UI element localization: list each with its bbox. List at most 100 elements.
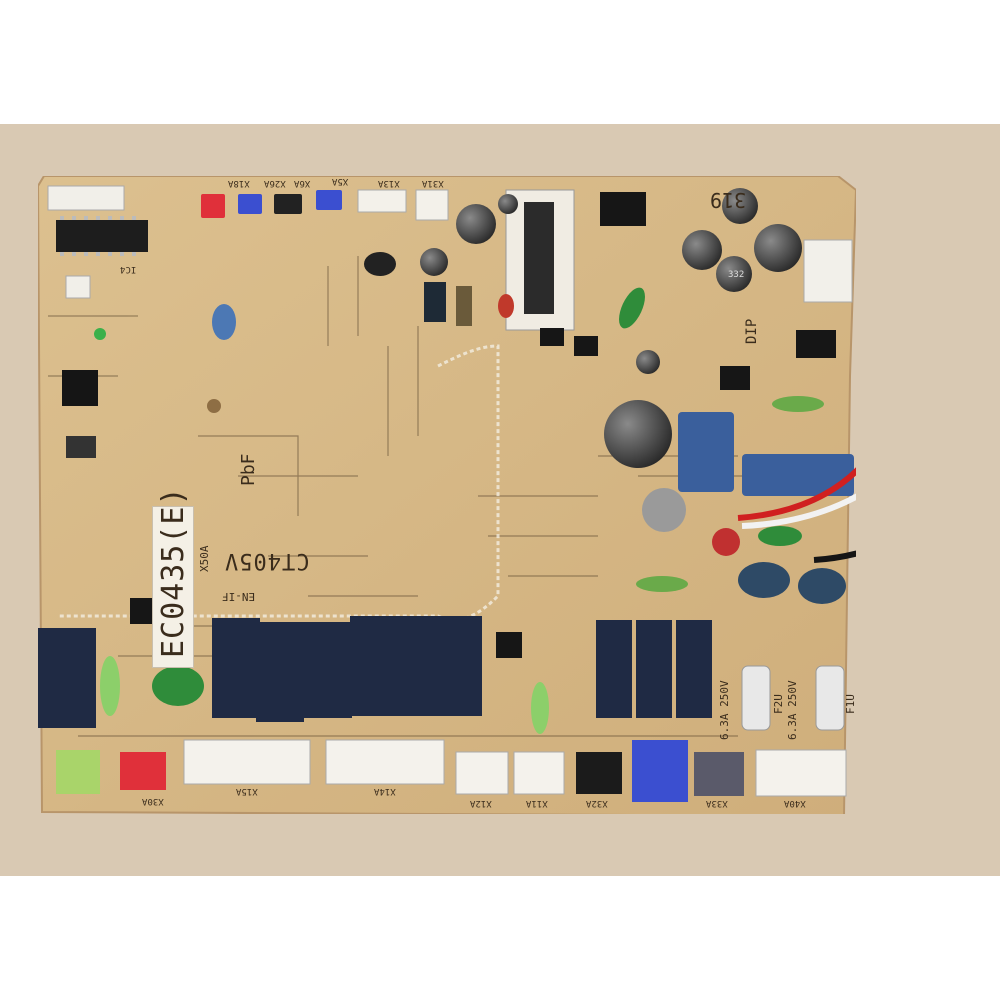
relay-1 bbox=[36, 628, 96, 728]
capacitor-7 bbox=[722, 188, 758, 224]
relay-10 bbox=[676, 620, 712, 718]
fuse-f2u-label: F2U bbox=[772, 694, 785, 714]
push-button bbox=[66, 436, 96, 458]
transistor-2 bbox=[574, 336, 598, 356]
connector-label-bottom-6: X33A bbox=[706, 798, 728, 808]
connector-top-black bbox=[274, 194, 302, 214]
relay-8 bbox=[596, 620, 632, 718]
ferrite-1 bbox=[738, 562, 790, 598]
circuit-board: EC0435(E) CT405V PbF 319 DIP IC4 EN-IF X… bbox=[36, 175, 963, 818]
capacitor-red-small bbox=[498, 294, 514, 318]
led-green bbox=[94, 328, 106, 340]
capacitor-6 bbox=[364, 252, 396, 276]
model-label-box bbox=[152, 506, 194, 668]
connector-label-bottom-3: X12A bbox=[470, 798, 492, 808]
lead-free-label: PbF bbox=[238, 453, 259, 486]
varistor-grey bbox=[642, 488, 686, 532]
connector-top-blue-1 bbox=[238, 194, 262, 214]
connector-label-bottom-2: X14A bbox=[374, 786, 396, 796]
connector-label-top-0: X18A bbox=[228, 178, 250, 188]
connector-bottom-red bbox=[120, 752, 166, 790]
connector-label-top-2: X6A bbox=[294, 178, 311, 188]
ic-left bbox=[130, 598, 156, 624]
relay-4 bbox=[304, 622, 352, 718]
small-ic-right bbox=[720, 366, 750, 390]
connector-top-white-2 bbox=[415, 189, 449, 221]
fuse-f1u-label: F1U bbox=[844, 694, 857, 714]
green-resistor bbox=[772, 396, 824, 412]
dip-switch bbox=[62, 370, 98, 406]
connector-top-x18a bbox=[47, 185, 125, 211]
capacitor-9 bbox=[754, 224, 802, 272]
connector-bottom-blue bbox=[632, 740, 688, 802]
capacitor-5 bbox=[456, 286, 472, 326]
connector-label-top-5: X31A bbox=[422, 178, 444, 188]
connector-label-bottom-1: X15A bbox=[236, 786, 258, 796]
connector-left-white bbox=[65, 275, 91, 299]
blue-filter-cap-1 bbox=[678, 412, 734, 492]
small-ic-db1 bbox=[796, 330, 836, 358]
blue-filter-cap-2 bbox=[742, 454, 854, 496]
connector-bottom-grey bbox=[694, 752, 744, 796]
relay-6 bbox=[394, 616, 440, 716]
enif-label: EN-IF bbox=[222, 590, 256, 603]
relay-7 bbox=[438, 616, 482, 716]
relay-3 bbox=[256, 622, 304, 722]
relay-2 bbox=[212, 618, 260, 718]
fuse-f1u bbox=[815, 665, 845, 731]
fuse-f1u-rating: 6.3A 250V bbox=[786, 680, 799, 740]
connector-label-top-4: X13A bbox=[378, 178, 400, 188]
capacitor-2 bbox=[498, 194, 518, 214]
dip-label: DIP bbox=[744, 318, 760, 344]
blue-capacitor-small bbox=[212, 304, 236, 340]
transformer-core bbox=[524, 202, 554, 314]
capacitor-332 bbox=[716, 256, 752, 292]
green-resistor-left bbox=[100, 656, 120, 716]
variant-label: CT405V bbox=[224, 548, 310, 573]
green-capacitor-mid bbox=[758, 526, 802, 546]
fuse-f2u-rating: 6.3A 250V bbox=[718, 680, 731, 740]
relay-5 bbox=[350, 616, 396, 716]
x50a-label: X50A bbox=[198, 545, 211, 573]
connector-label-top-3: X5A bbox=[332, 176, 349, 186]
varistor-red bbox=[712, 528, 740, 556]
connector-label-bottom-4: X11A bbox=[526, 798, 548, 808]
connector-bottom-white-2 bbox=[325, 739, 445, 785]
green-capacitor-top bbox=[619, 287, 645, 329]
mounting-hole bbox=[207, 399, 221, 413]
connector-label-bottom-5: X32A bbox=[586, 798, 608, 808]
model-number: EC0435(E) bbox=[156, 486, 191, 658]
connector-top-red bbox=[201, 194, 225, 218]
connector-bottom-green bbox=[56, 750, 100, 794]
ic-top-right bbox=[600, 192, 646, 226]
ic4-pins bbox=[60, 216, 136, 256]
capacitor-10 bbox=[636, 350, 660, 374]
cap-332-label: 332 bbox=[728, 270, 745, 280]
fuse-f2u bbox=[741, 665, 771, 731]
green-resistor-center bbox=[531, 682, 549, 734]
ic4-chip bbox=[56, 220, 148, 252]
connector-bottom-white-4 bbox=[513, 751, 565, 795]
connector-top-blue-2 bbox=[316, 190, 342, 210]
code-319: 319 bbox=[710, 188, 747, 212]
transistor-1 bbox=[540, 328, 564, 346]
connector-bottom-white-1 bbox=[183, 739, 311, 785]
connector-bottom-white-3 bbox=[455, 751, 509, 795]
green-resistor-2 bbox=[636, 576, 688, 592]
relay-9 bbox=[636, 620, 672, 718]
photo-background: EC0435(E) CT405V PbF 319 DIP IC4 EN-IF X… bbox=[0, 124, 1000, 876]
capacitor-1 bbox=[456, 204, 496, 244]
connector-label-bottom-7: X40A bbox=[784, 798, 806, 808]
white-relay-box bbox=[803, 239, 853, 303]
electrolytic-large bbox=[604, 400, 672, 468]
ferrite-2 bbox=[798, 568, 846, 604]
capacitor-3 bbox=[420, 248, 448, 276]
connector-bottom-white-5 bbox=[755, 749, 847, 797]
connector-label-bottom-0: X30A bbox=[142, 796, 164, 806]
connector-label-top-1: X26A bbox=[264, 178, 286, 188]
green-capacitor-left bbox=[152, 666, 204, 706]
ic4-label: IC4 bbox=[120, 264, 137, 274]
capacitor-4 bbox=[424, 282, 446, 322]
connector-top-white-1 bbox=[357, 189, 407, 213]
